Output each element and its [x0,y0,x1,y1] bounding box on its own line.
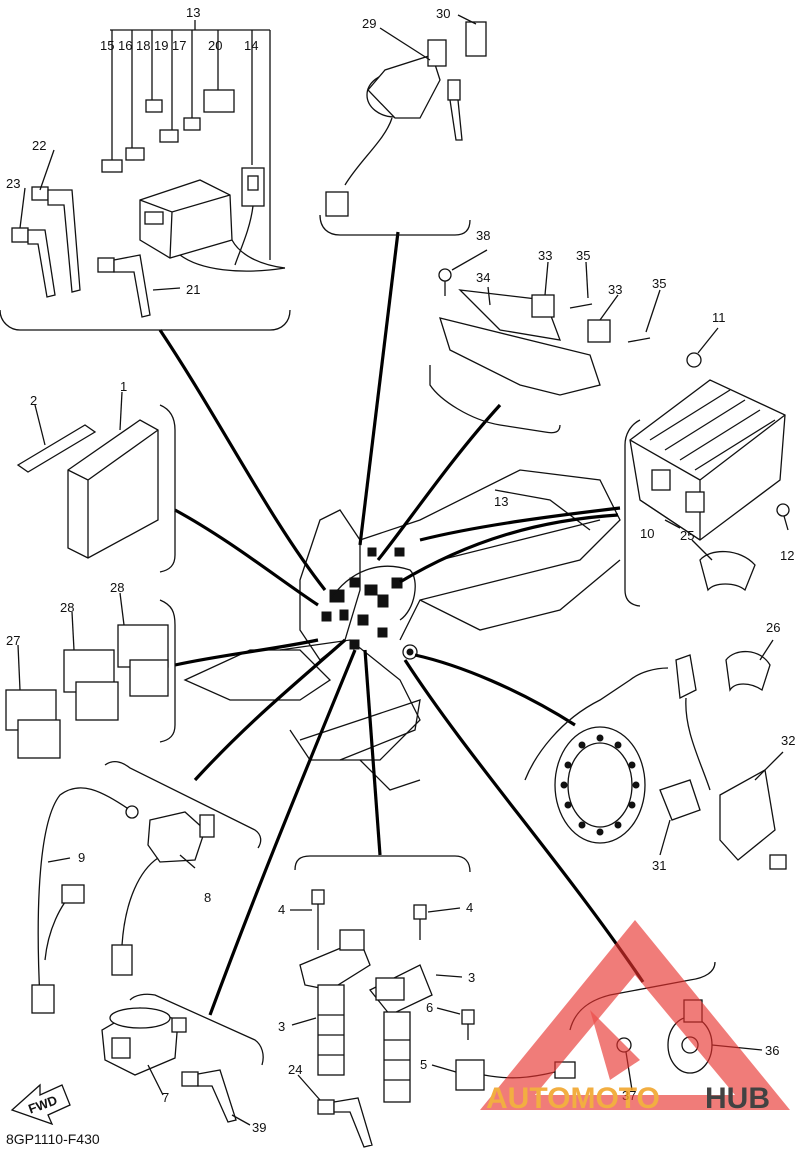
callout-23: 23 [6,176,20,191]
diagram-reference-code: 8GP1110-F430 [6,1131,100,1147]
callout-32: 32 [781,733,795,748]
callout-9: 9 [78,850,85,865]
callout-36: 36 [765,1043,779,1058]
bracket-group [429,249,661,434]
ignition-coil-group [290,855,576,1148]
callout-2: 2 [30,393,37,408]
callout-35: 35 [652,276,666,291]
callout-6: 6 [426,1000,433,1015]
rotor-sensor-group [524,639,787,870]
ignition-switch-group [319,14,487,236]
callout-13: 13 [494,494,508,509]
callout-1: 1 [120,379,127,394]
callout-34: 34 [476,270,490,285]
callout-26: 26 [766,620,780,635]
callout-20: 20 [208,38,222,53]
callout-11: 11 [712,310,726,325]
callout-35: 35 [576,248,590,263]
callout-4: 4 [278,902,285,917]
callout-33: 33 [608,282,622,297]
callout-19: 19 [154,38,168,53]
callout-31: 31 [652,858,666,873]
callout-17: 17 [172,38,186,53]
callout-5: 5 [420,1057,427,1072]
callout-38: 38 [476,228,490,243]
watermark-triangle-logo [480,920,790,1110]
callout-labels: 1 2 3 3 4 4 5 6 7 8 9 10 11 12 13 13 14 … [6,5,795,1135]
callout-7: 7 [162,1090,169,1105]
callout-16: 16 [118,38,132,53]
callout-22: 22 [32,138,46,153]
callout-24: 24 [288,1062,302,1077]
callout-13: 13 [186,5,200,20]
callout-25: 25 [680,528,694,543]
fwd-direction-arrow: FWD [10,1083,71,1126]
callout-3: 3 [278,1019,285,1034]
sensor-harness-group [31,760,262,1014]
callout-21: 21 [186,282,200,297]
callout-3: 3 [468,970,475,985]
callout-12: 12 [780,548,794,563]
fuse-box-group [0,20,291,331]
watermark-text-hub: HUB [705,1082,770,1115]
callout-39: 39 [252,1120,266,1135]
relay-group [5,592,176,759]
callout-4: 4 [466,900,473,915]
callout-8: 8 [204,890,211,905]
callout-33: 33 [538,248,552,263]
callout-14: 14 [244,38,258,53]
ecu-group [16,391,176,573]
callout-28: 28 [110,580,124,595]
motorcycle-frame-sketch [183,469,621,791]
automotohub-watermark: AUTOMOTO HUB [480,920,790,1115]
pressure-switch-group [101,993,264,1126]
leader-lines [158,231,645,1016]
callout-28: 28 [60,600,74,615]
callout-15: 15 [100,38,114,53]
callout-27: 27 [6,633,20,648]
callout-18: 18 [136,38,150,53]
watermark-text-auto: AUTOMOTO [486,1082,660,1115]
callout-30: 30 [436,6,450,21]
regulator-group [624,327,790,607]
callout-10: 10 [640,526,654,541]
callout-29: 29 [362,16,376,31]
